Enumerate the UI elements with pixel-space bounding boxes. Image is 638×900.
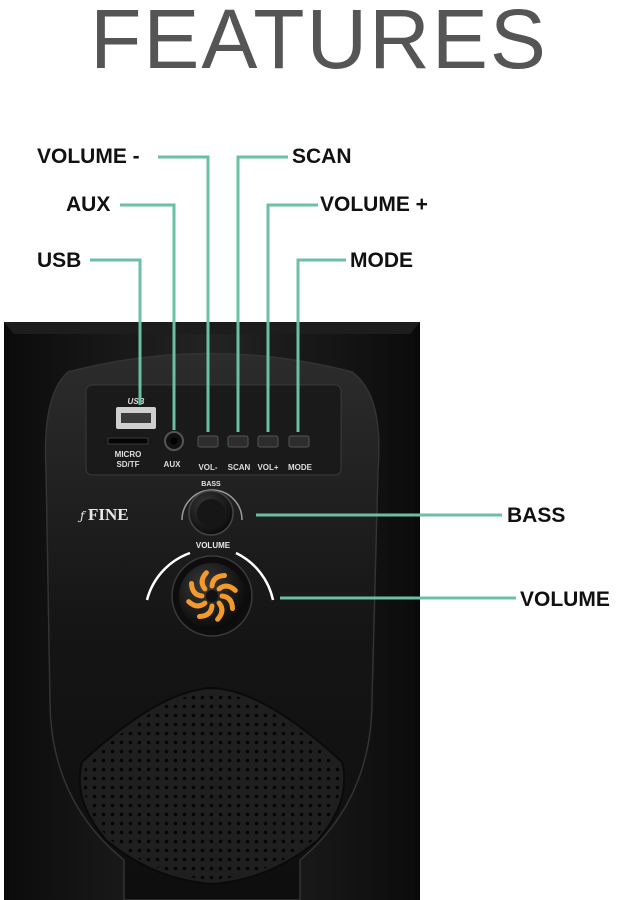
label-volume-plus: VOLUME +	[320, 193, 428, 216]
svg-text:ƒ: ƒ	[77, 509, 87, 523]
swirl-blade	[216, 583, 238, 593]
leader-mode	[296, 258, 346, 432]
volume-knob[interactable]: VOLUME	[145, 541, 275, 637]
panel-usb-label: USB	[128, 397, 145, 406]
label-bass: BASS	[507, 504, 566, 527]
label-scan: SCAN	[292, 145, 352, 168]
panel-aux-label: AUX	[164, 460, 182, 469]
control-strip: USB MICRO SD/TF AUX VOL- SCAN VOL+ MODE	[85, 384, 342, 476]
panel-button-label: SCAN	[228, 463, 251, 472]
leader-volume-minus	[158, 155, 210, 432]
bass-knob[interactable]: BASS	[181, 481, 243, 536]
volume-knob-label: VOLUME	[196, 541, 231, 550]
mode-button[interactable]	[288, 435, 310, 448]
swirl-blade	[197, 603, 215, 619]
panel-button-label: VOL+	[257, 463, 278, 472]
panel-micro-label: MICRO	[115, 450, 142, 459]
scan-button[interactable]	[227, 435, 249, 448]
label-volume: VOLUME	[520, 588, 610, 611]
swirl-blade	[219, 593, 235, 611]
leader-usb	[90, 258, 142, 405]
label-mode: MODE	[350, 249, 413, 272]
leader-aux	[120, 203, 176, 430]
swirl-blade	[209, 573, 227, 589]
label-usb: USB	[37, 249, 82, 272]
leader-scan	[236, 155, 288, 432]
swirl-blade	[189, 581, 205, 599]
label-aux: AUX	[66, 193, 111, 216]
page-title: FEATURES	[90, 0, 548, 86]
micro-sd-slot	[107, 437, 149, 445]
volume-knob-swirl-icon	[186, 570, 238, 622]
panel-button-label: VOL-	[198, 463, 217, 472]
swirl-blade	[199, 570, 209, 592]
leader-volume-plus	[266, 203, 318, 432]
brand-logo: ƒ FINE	[77, 505, 129, 524]
label-volume-minus: VOLUME -	[37, 145, 140, 168]
vol-minus-button[interactable]	[197, 435, 219, 448]
vol-plus-button[interactable]	[257, 435, 279, 448]
leader-lines	[90, 155, 516, 600]
brand-name: FINE	[88, 505, 129, 524]
bass-knob-label: BASS	[201, 481, 221, 488]
swirl-blade	[186, 599, 208, 609]
panel-sdtf-label: SD/TF	[116, 460, 139, 469]
panel-button-label: MODE	[288, 463, 313, 472]
swirl-blade	[215, 600, 225, 622]
